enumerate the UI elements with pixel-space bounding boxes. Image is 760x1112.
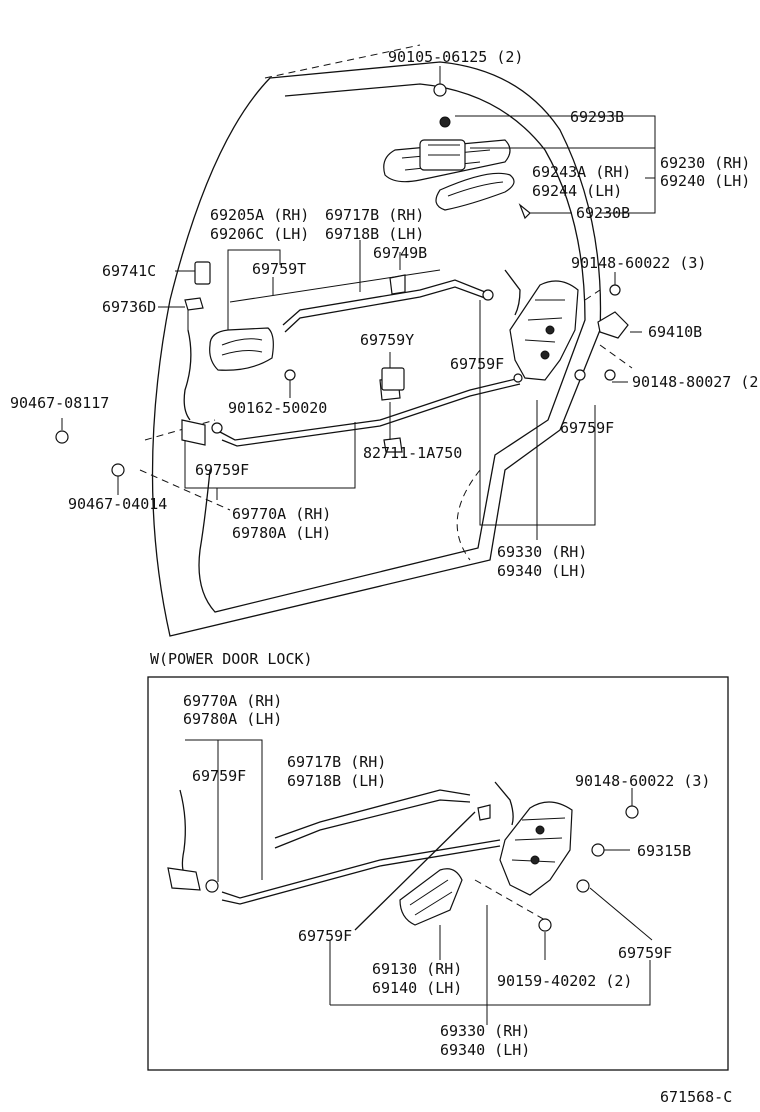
diagram-id: 671568-C [660, 1088, 732, 1106]
door-outline [139, 44, 633, 637]
outside-handle [435, 172, 531, 220]
upper-rod [282, 274, 486, 333]
label-69230b: 69230B [576, 204, 630, 222]
label-90162-50020: 90162-50020 [228, 399, 327, 417]
label-69770a-top: 69770A (RH) [232, 505, 331, 523]
label-69736d: 69736D [102, 298, 156, 316]
power-lock-leaders [185, 739, 653, 1025]
power-lock-rods [167, 789, 501, 931]
label-69717b-top: 69717B (RH) [325, 206, 424, 224]
label-w-69759f-b: 69759F [298, 927, 352, 945]
upper-fasteners [55, 367, 405, 490]
label-69293b: 69293B [570, 108, 624, 126]
label-69759f-right: 69759F [560, 419, 614, 437]
label-69205a: 69205A (RH) [210, 206, 309, 224]
label-69759y: 69759Y [360, 331, 414, 349]
label-69759f-left: 69759F [195, 461, 249, 479]
label-69759t: 69759T [252, 260, 306, 278]
label-69749b: 69749B [373, 244, 427, 262]
label-w-69759f-c: 69759F [618, 944, 672, 962]
inside-handle [184, 249, 441, 371]
label-69410b: 69410B [648, 323, 702, 341]
label-69340-top: 69340 (LH) [497, 562, 587, 580]
label-w-69130: 69130 (RH) [372, 960, 462, 978]
door-lock-assembly [482, 269, 629, 383]
label-69244: 69244 (LH) [532, 182, 622, 200]
label-69718b-top: 69718B (LH) [325, 225, 424, 243]
label-82711-1a750: 82711-1A750 [363, 444, 462, 462]
label-69206c: 69206C (LH) [210, 225, 309, 243]
label-69780a-top: 69780A (LH) [232, 524, 331, 542]
label-w-69718b: 69718B (LH) [287, 772, 386, 790]
power-lock-panel [147, 676, 729, 1071]
outside-handle-frame [383, 72, 511, 183]
label-w-69759f-a: 69759F [192, 767, 246, 785]
label-w-69140: 69140 (LH) [372, 979, 462, 997]
label-69330-top: 69330 (RH) [497, 543, 587, 561]
lock-knob-rod [181, 310, 206, 446]
label-90467-04014: 90467-04014 [68, 495, 167, 513]
label-69230-rh: 69230 (RH) [660, 154, 750, 172]
label-69243a: 69243A (RH) [532, 163, 631, 181]
section-title: W(POWER DOOR LOCK) [150, 650, 313, 668]
upper-leaders [61, 66, 656, 540]
label-w-69717b: 69717B (RH) [287, 753, 386, 771]
label-69759f-mid: 69759F [450, 355, 504, 373]
label-w-90148-60022: 90148-60022 (3) [575, 772, 710, 790]
callout-labels: 90105-06125 (2) 69293B 69243A (RH) 69244… [10, 48, 760, 1106]
label-69741c: 69741C [102, 262, 156, 280]
label-90148-60022-top: 90148-60022 (3) [571, 254, 706, 272]
label-w-69330: 69330 (RH) [440, 1022, 530, 1040]
label-w-69770a: 69770A (RH) [183, 692, 282, 710]
label-90467-08117: 90467-08117 [10, 394, 109, 412]
label-90105-06125: 90105-06125 (2) [388, 48, 523, 66]
label-w-90159-40202: 90159-40202 (2) [497, 972, 632, 990]
label-w-69780a: 69780A (LH) [183, 710, 282, 728]
label-69240-lh: 69240 (LH) [660, 172, 750, 190]
label-90148-80027: 90148-80027 (2) [632, 373, 760, 391]
label-w-69315b: 69315B [637, 842, 691, 860]
label-w-69340: 69340 (LH) [440, 1041, 530, 1059]
